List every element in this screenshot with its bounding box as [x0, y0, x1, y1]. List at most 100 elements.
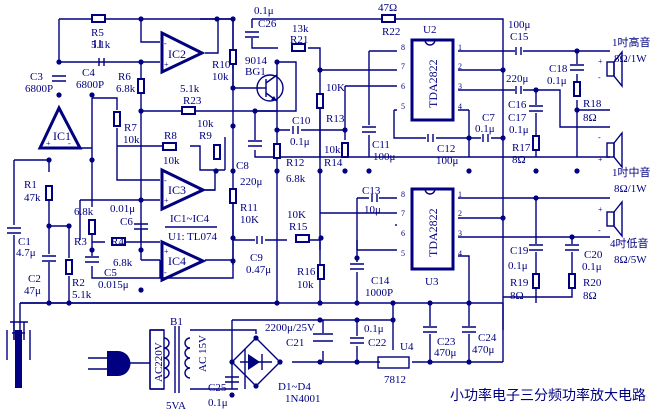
speaker-woofer: + - [598, 200, 623, 238]
resistors [45, 14, 581, 289]
regulator-part: 7812 [384, 374, 406, 386]
c15-value: 100μ [508, 19, 531, 31]
c24-ref: C24 [478, 332, 497, 344]
r23-ref: R23 [183, 95, 202, 107]
u3-part: TDA2822 [426, 208, 440, 257]
r16-body [317, 264, 325, 280]
ic1-label: IC1 [53, 129, 71, 143]
r14-body [341, 142, 349, 158]
c16-value: 220μ [506, 73, 529, 85]
input-jack [6, 321, 31, 388]
r6-value: 6.8k [116, 83, 136, 95]
ic2-label: IC2 [168, 47, 186, 61]
r15-value: 10K [287, 209, 306, 221]
transformer-primary: AC220V [153, 342, 165, 382]
c2-ref: C2 [28, 273, 41, 285]
diagram-title: 小功率电子三分频功率放大电路 [450, 387, 646, 404]
r10-value: 10k [212, 71, 229, 83]
c20-ref: C20 [584, 249, 603, 261]
r5-value: 5.1k [91, 39, 111, 51]
c23-value: 470μ [434, 347, 457, 359]
c6-ref: C6 [120, 216, 133, 228]
c9-value: 0.47μ [246, 264, 271, 276]
u3-pin8: 8 [401, 190, 405, 199]
ic2-plus: + [164, 60, 169, 69]
regulator-u4: U4 7812 [377, 341, 414, 386]
r5-body [91, 14, 106, 23]
r7-body [113, 111, 121, 127]
ic3-minus: - [164, 176, 167, 185]
r22-value: 47Ω [378, 2, 397, 14]
transformer-secondary: AC 15V [197, 335, 209, 372]
u2-pin2: 2 [458, 62, 462, 71]
c3-ref: C3 [30, 71, 43, 83]
c25-value: 0.1μ [208, 397, 228, 409]
c12-ref: C12 [437, 143, 455, 155]
opamp-group-label: IC1~IC4 [170, 213, 209, 225]
r3-ref: R3 [74, 236, 87, 248]
ic3-plus: + [164, 196, 169, 205]
speaker-tweeter: + - [598, 50, 623, 88]
r13-value: 10K [326, 82, 345, 94]
woofer-plus: + [598, 205, 603, 214]
u3-pin5: 5 [401, 249, 405, 258]
r11-value: 10K [240, 214, 259, 226]
tweeter-spec: 8Ω/1W [614, 53, 647, 65]
r6-ref: R6 [118, 71, 131, 83]
c2-value: 47μ [24, 285, 41, 297]
c15-ref: C15 [510, 31, 529, 43]
c7-ref: C7 [482, 112, 495, 124]
r12-body [273, 143, 281, 159]
r7-ref: R7 [124, 122, 137, 134]
u3-pin4: 4 [458, 249, 462, 258]
c7-value: 0.1μ [475, 123, 495, 135]
c16-ref: C16 [508, 99, 527, 111]
opamp-ic4: IC4 + - [160, 239, 207, 283]
r12-value: 6.8k [286, 173, 306, 185]
c19-value: 0.1μ [508, 260, 528, 272]
c23-ref: C23 [437, 336, 456, 348]
r17-ref: R17 [512, 142, 531, 154]
ic1-minus: - [68, 139, 71, 148]
ic2-minus: - [164, 39, 167, 48]
transformer-ref: B1 [170, 316, 183, 328]
r8-value: 10k [163, 155, 180, 167]
r19-ref: R19 [510, 277, 529, 289]
r22-ref: R22 [382, 26, 400, 38]
r3-body [88, 219, 96, 235]
c25-ref: C25 [208, 382, 227, 394]
r19-body [532, 273, 540, 289]
c13-value: 10μ [364, 204, 381, 216]
ic4-plus: + [164, 247, 169, 256]
c21-value: 2200μ/25V [265, 322, 315, 334]
c8-ref: C8 [236, 160, 249, 172]
c26-value: 0.1μ [254, 5, 274, 17]
c24-value: 470μ [472, 344, 495, 356]
c10-value: 0.1μ [290, 136, 310, 148]
r2-value: 5.1k [72, 289, 92, 301]
midrange-spec: 8Ω/1W [614, 183, 647, 195]
c8-value: 220μ [240, 176, 263, 188]
c9-ref: C9 [250, 252, 263, 264]
c18-value: 0.1μ [547, 75, 567, 87]
ic4-label: IC4 [168, 254, 186, 268]
r2-body [65, 259, 73, 275]
r12-ref: R12 [286, 157, 304, 169]
r6-body [137, 78, 145, 94]
r14-value: 10k [324, 144, 341, 156]
c6-value: 0.01μ [110, 203, 135, 215]
capacitors [7, 31, 584, 383]
r10-ref: R10 [212, 59, 231, 71]
woofer-name: 4吋低音 [610, 236, 649, 250]
amp-u3: TDA2822 U3 8 7 6 5 1 2 3 4 [401, 187, 462, 288]
ac-plug-icon [88, 351, 150, 376]
c5-value: 0.015μ [98, 279, 129, 291]
r3-value: 6.8k [74, 206, 94, 218]
ic3-label: IC3 [168, 183, 186, 197]
r1-value: 47k [24, 192, 41, 204]
tweeter-minus: - [598, 73, 601, 82]
r4-value: 6.8k [113, 257, 133, 269]
c18-ref: C18 [549, 63, 568, 75]
r18-value: 8Ω [583, 112, 597, 124]
